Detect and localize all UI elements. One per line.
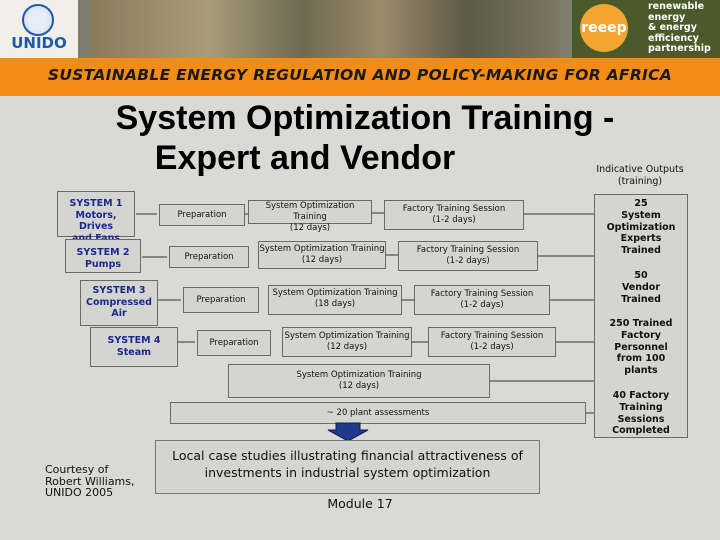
factory-session-box: Factory Training Session (1-2 days)	[428, 327, 556, 357]
reeep-line: & energy	[648, 22, 697, 34]
page-title-line1: System Optimization Training -	[115, 99, 615, 137]
unido-logo: UNIDO	[0, 0, 78, 58]
training-box: System Optimization Training (12 days)	[248, 200, 372, 233]
case-studies-text: Local case studies illustrating financia…	[172, 448, 523, 480]
preparation-box: Preparation	[183, 287, 259, 313]
page-title-line2: Expert and Vendor	[154, 139, 456, 177]
training-box: System Optimization Training (18 days)	[268, 285, 402, 315]
unido-logo-text: UNIDO	[11, 34, 67, 52]
un-emblem-icon	[22, 4, 54, 36]
outputs-header: Indicative Outputs (training)	[596, 164, 684, 187]
output-item: 25 System Optimization Experts Trained	[606, 198, 676, 257]
factory-session-box: Factory Training Session (1-2 days)	[384, 200, 524, 230]
training-box: System Optimization Training (12 days)	[258, 241, 386, 269]
output-item: 250 Trained Factory Personnel from 100 p…	[609, 318, 673, 377]
header-banner: UNIDO reeep renewable energy & energy ef…	[0, 0, 720, 58]
reeep-line: efficiency	[648, 32, 699, 44]
system-box-2: SYSTEM 2 Pumps	[65, 239, 141, 273]
preparation-box: Preparation	[197, 330, 271, 356]
system-box-1: SYSTEM 1 Motors, Drives and Fans	[57, 191, 135, 244]
factory-session-box: Factory Training Session (1-2 days)	[398, 241, 538, 271]
reeep-logo-circle: reeep	[580, 4, 628, 52]
final-training-box: System Optimization Training (12 days)	[228, 364, 490, 398]
reeep-logo: reeep renewable energy & energy efficien…	[572, 0, 720, 58]
preparation-box: Preparation	[159, 204, 245, 226]
case-studies-box	[155, 440, 540, 494]
band-heading: SUSTAINABLE ENERGY REGULATION AND POLICY…	[47, 66, 673, 84]
reeep-tagline: renewable energy & energy efficiency par…	[648, 1, 720, 55]
module-label: Module 17	[327, 496, 393, 511]
preparation-box: Preparation	[169, 246, 249, 268]
training-box: System Optimization Training (12 days)	[282, 327, 412, 357]
courtesy-note: Courtesy of Robert Williams, UNIDO 2005	[45, 463, 135, 499]
reeep-line: partnership	[648, 43, 711, 55]
reeep-line: renewable	[648, 1, 705, 12]
header-photo-strip	[90, 0, 560, 58]
reeep-line: energy	[648, 11, 686, 23]
factory-session-box: Factory Training Session (1-2 days)	[414, 285, 550, 315]
outputs-panel	[594, 194, 688, 438]
output-item: 50 Vendor Trained	[621, 270, 661, 305]
output-item: 40 Factory Training Sessions Completed	[612, 390, 670, 437]
system-box-4: SYSTEM 4 Steam	[90, 327, 178, 367]
orange-band	[0, 58, 720, 96]
system-box-3: SYSTEM 3 Compressed Air	[80, 280, 158, 326]
plant-assessments-box: ~ 20 plant assessments	[170, 402, 586, 424]
